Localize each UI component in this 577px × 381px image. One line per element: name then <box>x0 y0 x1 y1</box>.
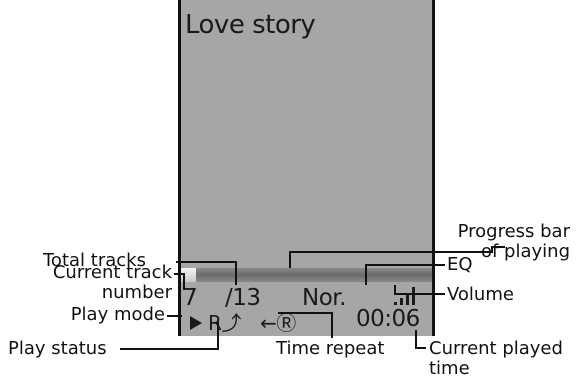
current-track-label: Current track number <box>52 262 172 303</box>
time-repeat-label: Time repeat <box>276 338 385 359</box>
current-played-time-label: Current played time <box>429 338 563 379</box>
song-title: Love story <box>185 10 316 40</box>
eq-label: EQ <box>447 254 473 275</box>
play-arrow-icon <box>190 316 202 330</box>
play-mode-icon: R⤴ <box>208 311 241 335</box>
mp3-player-screen: Love story 7 /13 Nor. R⤴ ←Ⓡ 00:06 <box>178 0 435 336</box>
volume-icon <box>394 287 415 305</box>
progress-bar-label: Progress bar of playing <box>457 221 570 262</box>
volume-label: Volume <box>447 284 514 305</box>
play-mode-label: Play mode <box>70 304 165 325</box>
play-status-label: Play status <box>8 338 107 359</box>
total-tracks: /13 <box>225 285 261 311</box>
current-track-number: 7 <box>183 285 198 311</box>
time-repeat-icon: ←Ⓡ <box>260 311 296 335</box>
eq-value: Nor. <box>302 285 346 311</box>
progress-bar[interactable] <box>181 268 432 282</box>
total-tracks-label: Total tracks <box>43 250 146 271</box>
current-played-time: 00:06 <box>356 306 420 332</box>
